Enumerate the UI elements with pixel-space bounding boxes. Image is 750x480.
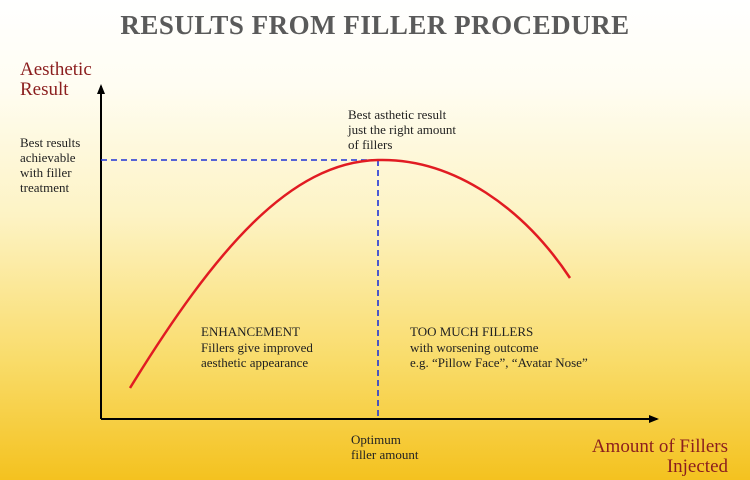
peak-annotation: Best asthetic result just the right amou…: [348, 107, 456, 152]
diagram-title: RESULTS FROM FILLER PROCEDURE: [120, 10, 630, 40]
result-curve: [128, 158, 572, 389]
y-axis-label: Aesthetic Result: [20, 59, 92, 100]
optimum-label: Optimum filler amount: [351, 432, 419, 462]
enhancement-description: Fillers give improved aesthetic appearan…: [201, 340, 313, 370]
too-much-title: TOO MUCH FILLERS: [410, 324, 534, 339]
too-much-description: with worsening outcome e.g. “Pillow Face…: [410, 340, 588, 370]
best-results-label: Best results achievable with filler trea…: [20, 135, 81, 195]
enhancement-title: ENHANCEMENT: [201, 324, 300, 339]
x-axis-label: Amount of Fillers Injected: [591, 436, 728, 477]
